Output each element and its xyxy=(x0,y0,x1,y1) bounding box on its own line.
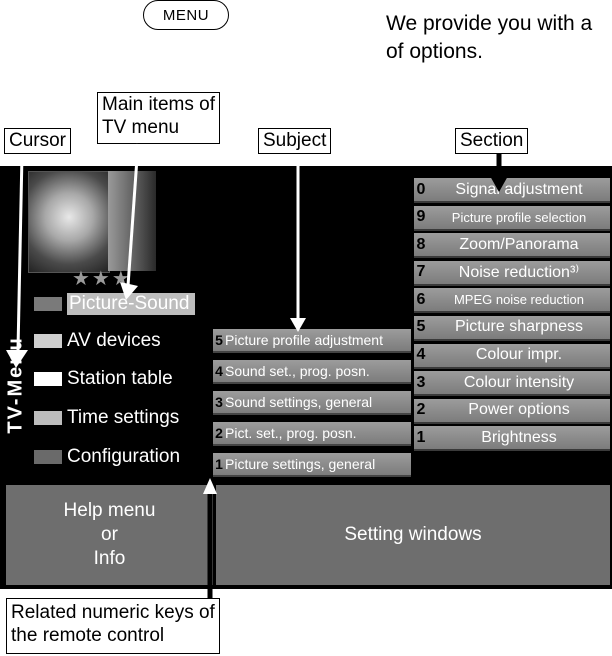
section-item-number: 5 xyxy=(416,318,426,336)
section-item-number: 0 xyxy=(416,180,426,198)
setting-windows-panel: Setting windows xyxy=(216,485,610,585)
subject-item-label: Sound settings, general xyxy=(225,394,373,410)
section-item-label: Signal adjustment xyxy=(455,180,583,198)
section-list: 0 Signal adjustment 9 Picture profile selec… xyxy=(414,178,610,454)
main-menu-item[interactable]: AV devices xyxy=(34,328,214,354)
section-item-number: 7 xyxy=(416,263,426,281)
main-menu-item[interactable]: Station table xyxy=(34,366,214,392)
intro-line-1: We provide you with a xyxy=(386,12,593,35)
section-item[interactable]: 5 Picture sharpness xyxy=(414,315,610,339)
section-item[interactable]: 6 MPEG noise reduction xyxy=(414,288,610,312)
main-menu-item[interactable]: Time settings xyxy=(34,405,214,431)
section-item-label: Picture profile selection xyxy=(451,209,587,225)
preview-image xyxy=(28,171,110,273)
section-item-number: 1 xyxy=(416,428,426,446)
subject-item-number: 2 xyxy=(215,425,223,441)
help-line-3: Info xyxy=(93,548,126,569)
help-panel: Help menu or Info xyxy=(6,485,213,585)
subject-item-label: Pict. set., prog. posn. xyxy=(225,425,357,441)
callout-section: Section xyxy=(455,128,529,154)
callout-main-items-line-1: Main items of xyxy=(102,94,215,115)
section-item[interactable]: 8 Zoom/Panorama xyxy=(414,233,610,257)
subject-item-number: 4 xyxy=(215,363,223,379)
callout-numeric-line-1: Related numeric keys of xyxy=(11,602,215,623)
subject-item-number: 3 xyxy=(215,394,223,410)
intro-line-2: of options. xyxy=(386,40,483,63)
section-item-number: 3 xyxy=(416,373,426,391)
section-item-label: Power options xyxy=(468,401,570,419)
main-menu-item[interactable]: Picture-Sound xyxy=(34,291,214,317)
tv-menu-vertical-title: TV-Menu xyxy=(2,300,30,470)
section-item-number: 6 xyxy=(416,290,426,308)
section-item-label: Colour impr. xyxy=(475,346,563,364)
callout-numeric-line-2: the remote control xyxy=(11,625,165,646)
callout-main-items-line-2: TV menu xyxy=(102,117,180,138)
subject-item-number: 1 xyxy=(215,456,223,472)
section-item[interactable]: 7 Noise reduction³⁾ xyxy=(414,260,610,284)
section-item-label: Colour intensity xyxy=(463,373,575,391)
section-item-number: 9 xyxy=(416,208,426,226)
color-key-icon xyxy=(34,411,62,425)
setting-windows-label: Setting windows xyxy=(344,524,482,545)
help-line-2: or xyxy=(101,524,118,545)
callout-main-items: Main items of TV menu xyxy=(97,92,220,144)
rating-stars: ★★★ xyxy=(72,268,132,290)
tv-menu-title-text: TV-Menu xyxy=(4,336,27,434)
help-line-1: Help menu xyxy=(63,500,156,521)
subject-item-number: 5 xyxy=(215,332,223,348)
section-item-label: Noise reduction³⁾ xyxy=(458,264,580,282)
section-item[interactable]: 2 Power options xyxy=(414,398,610,422)
section-item-number: 8 xyxy=(416,235,426,253)
section-item[interactable]: 0 Signal adjustment xyxy=(414,178,610,201)
callout-subject-text: Subject xyxy=(263,130,327,151)
callout-cursor-text: Cursor xyxy=(9,130,67,151)
color-key-icon xyxy=(34,297,62,311)
main-menu-item-label: Station table xyxy=(67,368,173,389)
intro-text: We provide you with a of options. xyxy=(386,10,612,66)
main-menu-item-label: Time settings xyxy=(67,407,180,428)
section-item[interactable]: 1 Brightness xyxy=(414,426,610,450)
color-key-icon xyxy=(34,372,62,386)
subject-item-label: Sound set., prog. posn. xyxy=(225,363,370,379)
menu-key-icon: MENU xyxy=(143,0,229,30)
main-menu-item-label: AV devices xyxy=(67,330,161,351)
color-key-icon xyxy=(34,334,62,348)
section-item-label: MPEG noise reduction xyxy=(453,292,585,308)
section-item[interactable]: 9 Picture profile selection xyxy=(414,205,610,229)
main-menu-item-label: Picture-Sound xyxy=(67,293,196,315)
section-item-label: Zoom/Panorama xyxy=(459,235,579,253)
section-item[interactable]: 3 Colour intensity xyxy=(414,371,610,395)
section-item[interactable]: 4 Colour impr. xyxy=(414,343,610,367)
section-item-label: Brightness xyxy=(481,428,557,446)
callout-cursor: Cursor xyxy=(4,128,72,154)
callout-section-text: Section xyxy=(460,130,524,151)
callout-numeric-keys: Related numeric keys of the remote contr… xyxy=(6,598,220,654)
color-key-icon xyxy=(34,450,62,464)
subject-item-label: Picture settings, general xyxy=(225,456,376,472)
section-item-number: 2 xyxy=(416,401,426,419)
main-menu-item[interactable]: Configuration xyxy=(34,444,214,470)
callout-subject: Subject xyxy=(258,128,332,154)
section-item-label: Picture sharpness xyxy=(454,318,584,336)
section-item-number: 4 xyxy=(416,346,426,364)
preview-image-secondary xyxy=(108,171,156,271)
subject-item-label: Picture profile adjustment xyxy=(225,332,383,348)
main-menu-item-label: Configuration xyxy=(67,446,181,467)
